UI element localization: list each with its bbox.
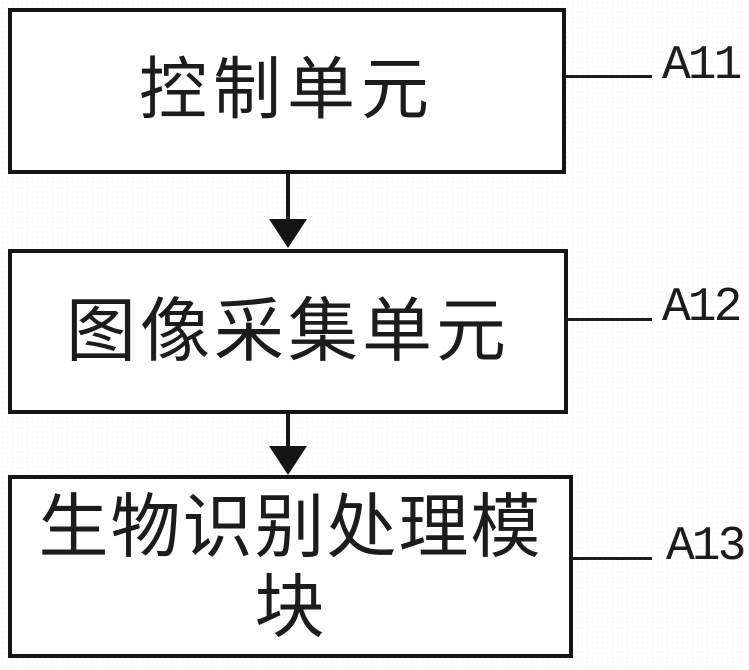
node-label-image-acquisition-unit: 图像采集单元: [66, 290, 510, 373]
node-box-image-acquisition-unit: 图像采集单元: [8, 249, 568, 414]
arrow-head-down-icon: [269, 219, 307, 248]
ref-connector-a12: [566, 318, 652, 321]
arrow-line-a12-a13: [286, 412, 290, 449]
ref-label-a13: A13: [666, 520, 746, 574]
arrow-head-down-icon: [269, 446, 307, 475]
ref-connector-a13: [571, 557, 652, 560]
node-box-biometric-processing-module: 生物识别处理模块: [8, 475, 573, 658]
node-box-control-unit: 控制单元: [8, 8, 566, 174]
ref-label-a12: A12: [662, 281, 742, 335]
ref-connector-a11: [564, 75, 652, 78]
node-label-control-unit: 控制单元: [138, 50, 435, 130]
arrow-line-a11-a12: [286, 172, 290, 222]
ref-label-a11: A11: [662, 39, 742, 93]
node-label-biometric-processing-module: 生物识别处理模块: [38, 485, 543, 648]
